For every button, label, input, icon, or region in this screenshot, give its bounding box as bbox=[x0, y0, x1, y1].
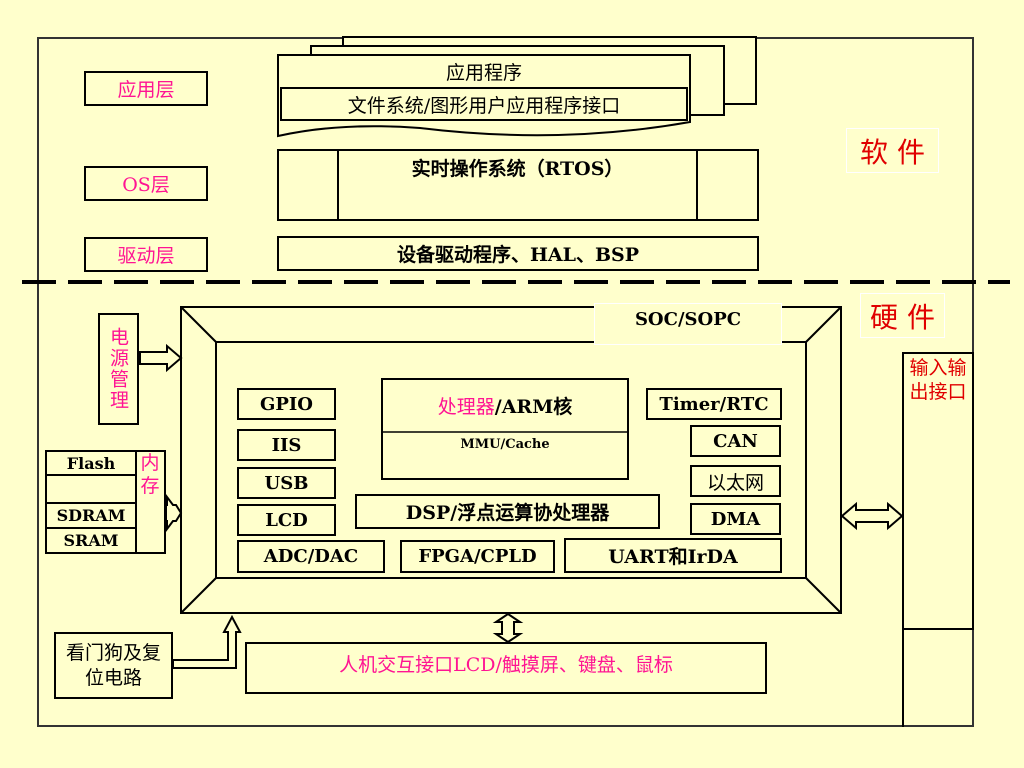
watchdog-arrow bbox=[172, 614, 242, 669]
app-program-text: 应用程序 bbox=[445, 62, 522, 84]
sdram-cell: SDRAM bbox=[45, 502, 137, 529]
timer-rtc-block: Timer/RTC bbox=[646, 388, 782, 420]
power-management-box: 电源管理 bbox=[98, 313, 139, 425]
uart-irda-block: UART和IrDA bbox=[564, 538, 782, 573]
usb-block: USB bbox=[237, 467, 336, 499]
memory-blank-cell bbox=[45, 474, 137, 504]
arm-core: /ARM核 bbox=[494, 396, 573, 418]
soc-chip bbox=[180, 306, 842, 614]
gpio-block: GPIO bbox=[237, 388, 336, 420]
fpga-cpld-block: FPGA/CPLD bbox=[400, 540, 555, 573]
adc-dac-block: ADC/DAC bbox=[237, 540, 385, 573]
power-arrow bbox=[139, 343, 183, 373]
mmu-cache-label: MMU/Cache bbox=[460, 437, 550, 452]
os-layer-label: OS层 bbox=[84, 166, 208, 201]
rtos-text: 实时操作系统（RTOS） bbox=[411, 158, 624, 180]
lcd-block: LCD bbox=[237, 504, 336, 536]
fs-gui-box: 文件系统/图形用户应用程序接口 bbox=[280, 87, 688, 121]
memory-label: 内存 bbox=[140, 452, 160, 497]
ethernet-block: 以太网 bbox=[690, 465, 781, 497]
watchdog-box: 看门狗及复位电路 bbox=[54, 632, 173, 699]
soc-label: SOC/SOPC bbox=[594, 303, 782, 345]
io-arrow bbox=[840, 501, 904, 531]
memory-arrow bbox=[165, 494, 183, 532]
hmi-box: 人机交互接口LCD/触摸屏、键盘、鼠标 bbox=[245, 642, 767, 694]
processor-name: 处理器 bbox=[437, 396, 495, 418]
processor-title: 处理器/ARM核 bbox=[381, 392, 629, 419]
io-interface-box bbox=[902, 352, 974, 630]
io-interface-label: 输入输出接口 bbox=[909, 357, 967, 403]
sram-cell: SRAM bbox=[45, 527, 137, 554]
software-label: 软 件 bbox=[846, 128, 939, 173]
hardware-label: 硬 件 bbox=[860, 293, 945, 338]
memory-box bbox=[135, 450, 166, 554]
dma-block: DMA bbox=[690, 503, 781, 535]
flash-cell: Flash bbox=[45, 450, 137, 476]
drivers-box: 设备驱动程序、HAL、BSP bbox=[277, 236, 759, 271]
app-layer-label: 应用层 bbox=[84, 71, 208, 106]
iis-block: IIS bbox=[237, 429, 336, 461]
hmi-arrow bbox=[492, 612, 524, 644]
processor-box bbox=[381, 378, 629, 480]
dsp-block: DSP/浮点运算协处理器 bbox=[355, 494, 660, 529]
driver-layer-label: 驱动层 bbox=[84, 237, 208, 272]
can-block: CAN bbox=[690, 425, 781, 457]
rtos-box bbox=[277, 149, 759, 221]
